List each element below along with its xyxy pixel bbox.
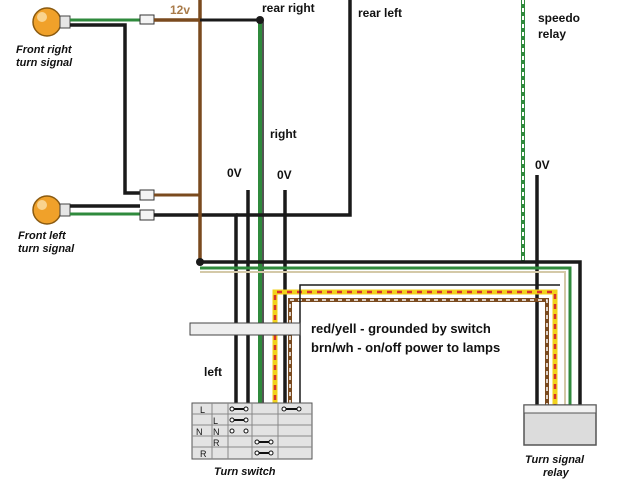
switch-row-r2: R [200,449,207,459]
front-right-lamp [32,7,71,37]
switch-row-l1: L [200,405,206,415]
label-front-left-2: turn signal [18,243,75,255]
wire-front-right-black [70,23,140,195]
connector-fl-a [139,189,155,201]
label-relay: Turn signal [525,454,585,466]
wire-front-right-green [70,15,152,22]
connector-fr [139,14,155,25]
label-turn-switch: Turn switch [214,466,276,478]
label-relay-2: relay [543,467,569,479]
turn-signal-relay-body [523,404,597,446]
label-left: left [204,365,222,379]
label-front-left: Front left [18,230,66,242]
label-front-right-2: turn signal [16,57,73,69]
label-12v: 12v [170,3,191,17]
wire-rear-left [236,0,352,217]
harness-connector [189,322,301,336]
switch-row-n1: N [196,427,203,437]
wire-brown-white [288,298,549,420]
wire-red-yellow [272,289,558,420]
label-0v-speedo: 0V [535,158,550,172]
switch-row-r1: R [213,438,220,448]
label-speedo-relay: relay [538,27,567,41]
label-right: right [270,127,297,141]
harness-line [200,260,582,405]
switch-row-n2: N [213,427,220,437]
front-left-lamp [32,195,71,225]
label-rear-left: rear left [358,6,403,20]
connector-fl-b [139,209,155,221]
label-rear-right: rear right [262,1,315,15]
label-0v-left: 0V [227,166,242,180]
note-brown-white: brn/wh - on/off power to lamps [311,340,501,355]
label-front-right: Front right [16,44,72,56]
label-0v-right: 0V [277,168,292,182]
note-red-yellow: red/yell - grounded by switch [311,321,491,336]
turn-switch-body [191,402,313,460]
label-speedo: speedo [538,11,581,25]
switch-row-l2: L [213,416,219,426]
